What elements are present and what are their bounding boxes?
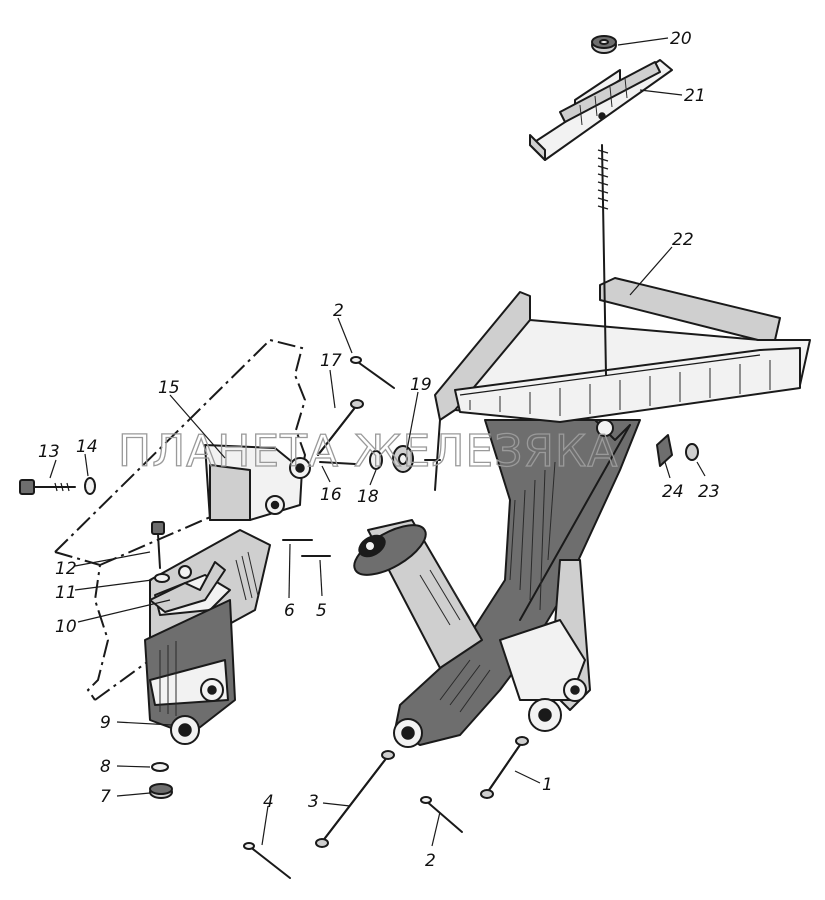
- pin-17: [317, 399, 364, 456]
- washer-11: [154, 573, 170, 583]
- callout-13: 13: [38, 442, 60, 462]
- callouts: 20 21 22 2 17 15 19 13 14 16 18 24 23 12…: [38, 29, 720, 871]
- callout-10: 10: [55, 617, 77, 637]
- pin-3: [315, 750, 395, 848]
- plate-24: [656, 434, 673, 467]
- leader-lines: [49, 37, 706, 847]
- cotter-pin-16: [319, 461, 356, 465]
- nut-19: [392, 445, 414, 473]
- callout-2-top: 2: [333, 301, 344, 321]
- callout-19: 19: [410, 375, 432, 395]
- callout-9: 9: [100, 713, 111, 733]
- tray: [424, 277, 811, 491]
- cotter-pin-2-top: [350, 356, 395, 389]
- cotter-pin-4: [243, 842, 291, 879]
- callout-18: 18: [357, 487, 379, 507]
- callout-5: 5: [316, 601, 327, 621]
- cylinder: [353, 519, 483, 669]
- nut-7: [149, 783, 173, 799]
- nut-23: [685, 443, 699, 461]
- washer-8: [151, 762, 169, 772]
- callout-6: 6: [284, 601, 295, 621]
- threaded-rod: [597, 144, 609, 376]
- watermark-text: ПЛАНЕТА ЖЕЛЕЗЯКА: [118, 426, 618, 477]
- frame-rail: [54, 338, 307, 701]
- callout-12: 12: [55, 559, 77, 579]
- washer-14: [84, 477, 96, 495]
- callout-23: 23: [698, 482, 720, 502]
- callout-20: 20: [670, 29, 692, 49]
- callout-21: 21: [684, 86, 706, 106]
- callout-3: 3: [308, 792, 319, 812]
- callout-1: 1: [542, 775, 553, 795]
- callout-22: 22: [672, 230, 694, 250]
- left-bracket-assembly: [144, 444, 311, 745]
- callout-14: 14: [76, 437, 98, 457]
- washer-18: [369, 450, 383, 470]
- callout-2-bottom: 2: [425, 851, 436, 871]
- callout-16: 16: [320, 485, 342, 505]
- main-bracket-assembly: [393, 419, 641, 748]
- callout-24: 24: [662, 482, 684, 502]
- pin-1: [480, 736, 529, 799]
- callout-15: 15: [158, 378, 180, 398]
- callout-17: 17: [320, 351, 342, 371]
- nut-20: [591, 35, 617, 54]
- callout-8: 8: [100, 757, 111, 777]
- callout-4: 4: [263, 792, 274, 812]
- bolt-13: [19, 479, 76, 495]
- clamp-plate: [529, 59, 673, 161]
- callout-7: 7: [100, 787, 111, 807]
- bolt-12: [151, 521, 165, 569]
- callout-11: 11: [55, 583, 77, 603]
- cotter-pin-2-bottom: [420, 796, 463, 833]
- hardware: [19, 356, 699, 879]
